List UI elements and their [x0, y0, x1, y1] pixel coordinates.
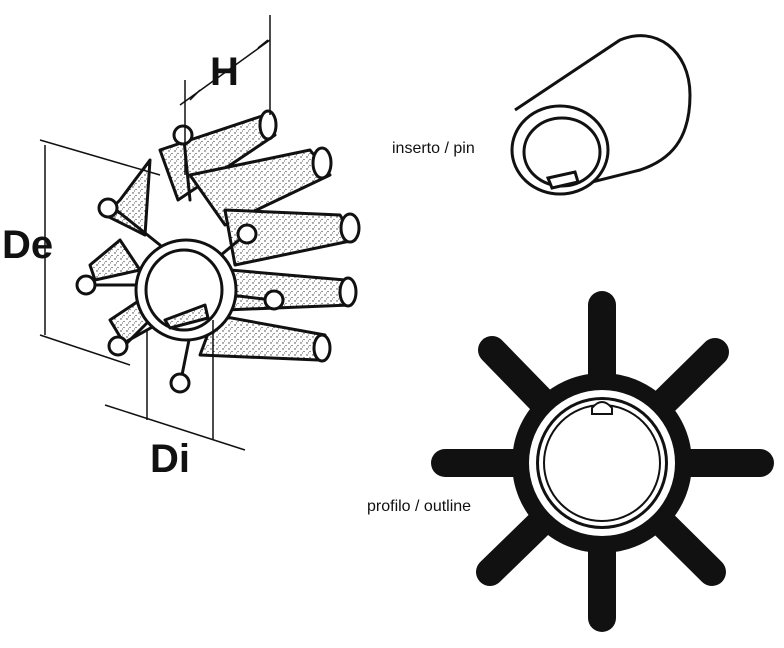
label-insert: inserto / pin [392, 140, 475, 157]
impeller-front-face [75, 124, 285, 394]
label-outline: profilo / outline [367, 498, 471, 515]
outline-bore [539, 400, 665, 526]
impeller-outline-profile [431, 291, 774, 632]
label-height: H [210, 50, 239, 94]
label-outer-diameter: De [2, 223, 53, 267]
dimension-lines [39, 15, 271, 451]
back-blade-tips [258, 109, 361, 363]
impeller-3d-drawing [75, 109, 361, 394]
outline-key-notch [591, 401, 613, 415]
label-inner-diameter: Di [150, 437, 190, 481]
insert-pin-drawing [510, 34, 692, 196]
